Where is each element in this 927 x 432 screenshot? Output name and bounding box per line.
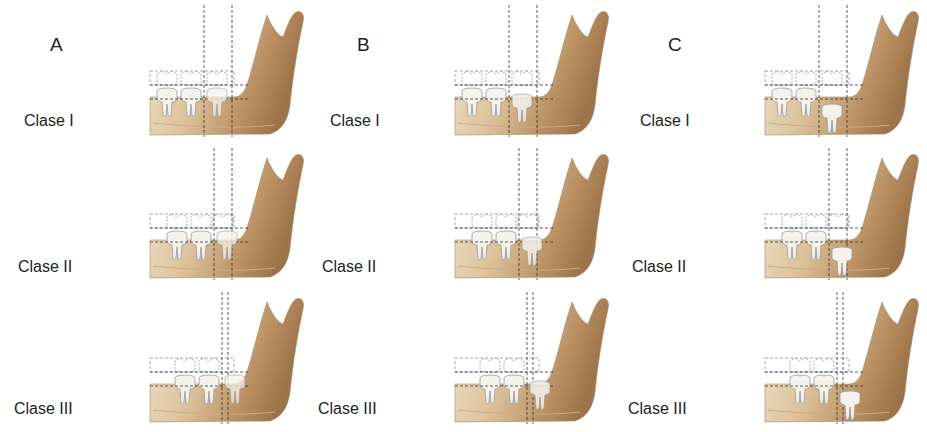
mandible-panel bbox=[765, 5, 919, 137]
panel-letter: B bbox=[357, 34, 370, 56]
mandible-panel bbox=[150, 292, 304, 424]
class-label: Clase III bbox=[628, 400, 687, 418]
class-label: Clase II bbox=[18, 258, 72, 276]
mandible-panel bbox=[150, 5, 304, 137]
mandible-panel bbox=[150, 148, 304, 280]
mandible-panel bbox=[765, 148, 919, 280]
mandible-panel bbox=[455, 148, 609, 280]
class-label: Clase III bbox=[318, 400, 377, 418]
mandible-panel bbox=[765, 292, 919, 424]
class-label: Clase I bbox=[24, 112, 74, 130]
class-label: Clase I bbox=[640, 112, 690, 130]
class-label: Clase III bbox=[14, 400, 73, 418]
class-label: Clase II bbox=[322, 258, 376, 276]
class-label: Clase I bbox=[330, 112, 380, 130]
mandible-panel bbox=[455, 292, 609, 424]
mandible-panel bbox=[455, 5, 609, 137]
class-label: Clase II bbox=[632, 258, 686, 276]
panel-letter: C bbox=[668, 34, 682, 56]
panel-letter: A bbox=[50, 34, 63, 56]
